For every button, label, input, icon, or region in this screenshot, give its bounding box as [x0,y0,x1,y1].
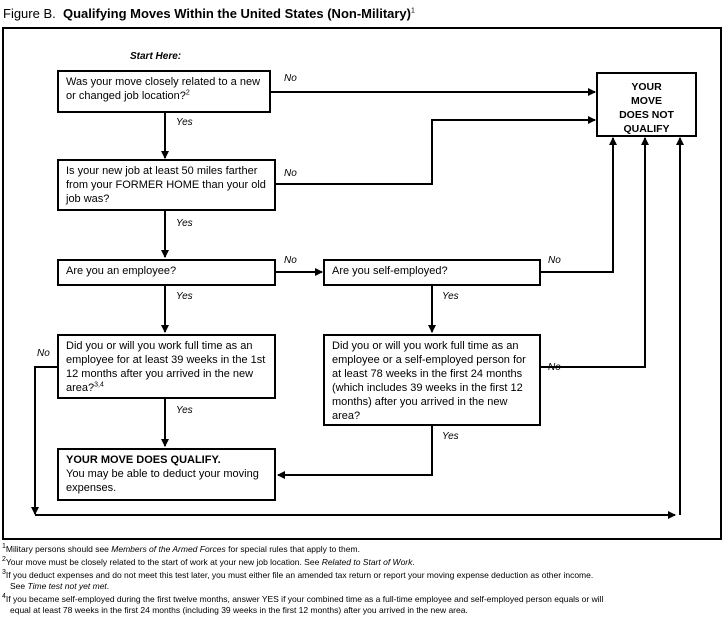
figure-number: Figure B. [3,6,56,21]
footnote-text: . [106,581,110,591]
no-label: No [548,255,561,266]
no-label: No [284,73,297,84]
box-move-qualifies: YOUR MOVE DOES QUALIFY. You may be able t… [57,448,276,501]
nq-line: MOVE [631,95,662,107]
box-text: Did you or will you work full time as an… [66,340,266,394]
footnote-ref-title: Related to Start of Work [321,557,413,567]
yes-label: Yes [176,291,193,302]
box-job-location: Was your move closely related to a new o… [57,70,271,113]
figure-title: Figure B. Qualifying Moves Within the Un… [3,6,415,21]
yes-label: Yes [442,291,459,302]
footnote-4: 4If you became self-employed during the … [2,593,724,616]
q4-no-arrow [540,137,617,273]
box-self-employed: Are you self-employed? [323,259,541,286]
footnote-num: 2 [2,556,6,564]
qualify-text: You may be able to deduct your moving ex… [66,468,259,494]
q5-no-arrow [31,366,58,515]
q6-no-arrow [540,137,649,368]
footnote-text: . [412,557,415,567]
yes-label: Yes [176,218,193,229]
no-label: No [37,348,50,359]
box-move-does-not-qualify: YOUR MOVE DOES NOT QUALIFY [596,72,697,137]
q2-no-arrow [275,116,596,185]
footnote-text: See [10,581,28,591]
start-here-label: Start Here: [130,51,182,62]
no-label: No [548,362,561,373]
flowchart-frame [2,27,722,540]
footnote-num: 1 [2,543,6,551]
footnote-text: Your move must be closely related to the… [5,557,322,567]
box-78-weeks: Did you or will you work full time as an… [323,334,541,426]
footnote-ref-title: Time test not yet met [27,581,107,591]
q6-yes-arrow [277,425,433,479]
box-text: Was your move closely related to a new o… [66,76,261,102]
footnote-num: 3 [2,569,6,577]
nq-line: QUALIFY [623,123,670,135]
footnote-text: Military persons should see [5,544,112,554]
footnotes: 1Military persons should see Members of … [2,543,724,618]
footnote-2: 2Your move must be closely related to th… [2,556,724,568]
footnote-num: 4 [2,593,6,601]
no-label: No [284,255,297,266]
footnote-ref: 3,4 [94,381,104,389]
yes-label: Yes [442,431,459,442]
yes-label: Yes [176,117,193,128]
box-50-miles: Is your new job at least 50 miles farthe… [57,159,276,211]
box-39-weeks: Did you or will you work full time as an… [57,334,276,399]
footnote-ref: 1 [411,7,415,15]
yes-label: Yes [176,405,193,416]
box-employee: Are you an employee? [57,259,276,286]
footnote-text: for special rules that apply to them. [225,544,360,554]
footnote-1: 1Military persons should see Members of … [2,543,724,555]
footnote-ref-title: Members of the Armed Forces [111,544,226,554]
footnote-text: equal at least 78 weeks in the first 24 … [10,605,468,615]
footnote-3: 3If you deduct expenses and do not meet … [2,569,724,592]
nq-line: DOES NOT [619,109,674,121]
footnote-text: If you deduct expenses and do not meet t… [5,570,594,580]
figure-title-text: Qualifying Moves Within the United State… [62,6,411,21]
footnote-ref: 2 [185,89,190,97]
qualify-heading: YOUR MOVE DOES QUALIFY. [66,454,221,466]
footnote-text: If you became self-employed during the f… [5,594,604,604]
nq-line: YOUR [631,81,662,93]
no-label: No [284,168,297,179]
